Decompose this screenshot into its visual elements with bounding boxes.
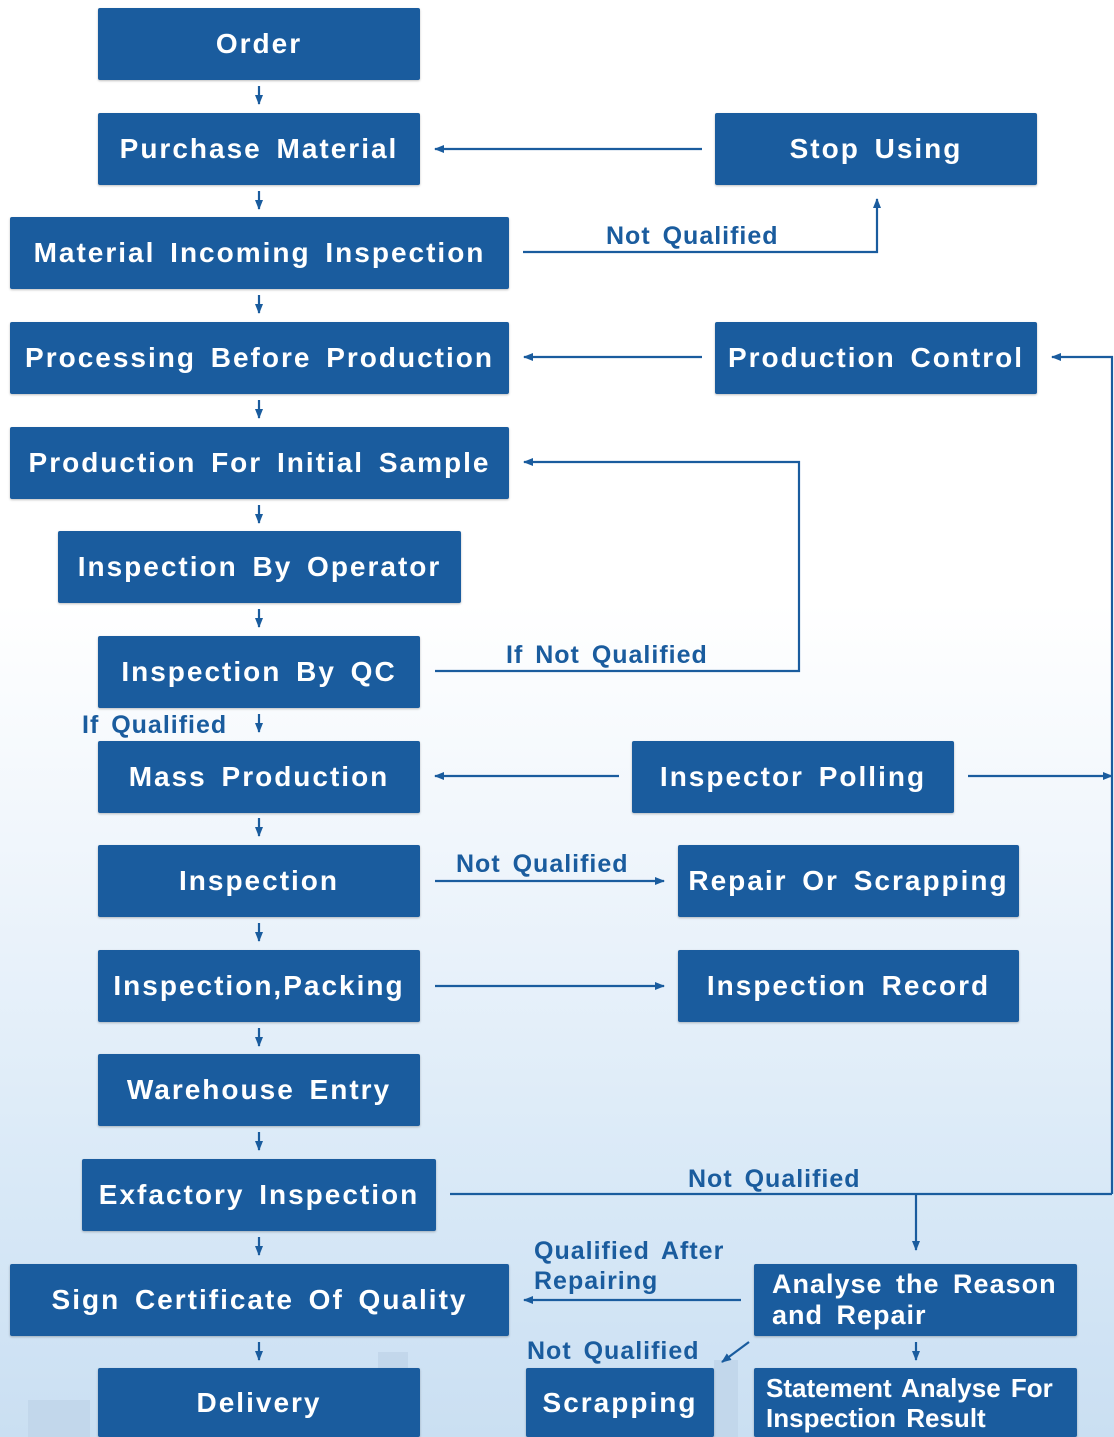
connector-incoming-to-stop-using — [523, 198, 881, 254]
label-if-qualified: If Qualified — [82, 711, 228, 739]
step-inspection-record: Inspection Record — [678, 950, 1019, 1022]
step-analyse-reason: Analyse the Reason and Repair — [754, 1264, 1077, 1336]
step-stop-using: Stop Using — [715, 113, 1037, 185]
step-production-control: Production Control — [715, 322, 1037, 394]
step-purchase-material: Purchase Material — [98, 113, 420, 185]
step-repair-or-scrapping: Repair Or Scrapping — [678, 845, 1019, 917]
step-inspection-by-operator: Inspection By Operator — [58, 531, 461, 603]
step-inspection: Inspection — [98, 845, 420, 917]
step-processing-before-production: Processing Before Production — [10, 322, 509, 394]
label-qualified-after-repairing: Qualified After Repairing — [534, 1237, 725, 1295]
label-if-not-qualified-qc: If Not Qualified — [506, 641, 708, 669]
label-not-qualified-material: Not Qualified — [606, 222, 779, 250]
step-scrapping: Scrapping — [526, 1368, 714, 1437]
label-not-qualified-inspection: Not Qualified — [456, 850, 629, 878]
step-warehouse-entry: Warehouse Entry — [98, 1054, 420, 1126]
step-inspection-packing: Inspection,Packing — [98, 950, 420, 1022]
connector-qc-to-initial-sample — [435, 458, 801, 673]
step-order: Order — [98, 8, 420, 80]
step-inspection-by-qc: Inspection By QC — [98, 636, 420, 708]
skyline-decoration-right — [714, 1360, 738, 1437]
step-sign-certificate: Sign Certificate Of Quality — [10, 1264, 509, 1336]
step-statement-analyse: Statement Analyse For Inspection Result — [754, 1368, 1077, 1437]
connector-analyse-to-scrapping — [721, 1341, 750, 1363]
step-inspector-polling: Inspector Polling — [632, 741, 954, 813]
step-delivery: Delivery — [98, 1368, 420, 1437]
label-not-qualified-scrap: Not Qualified — [527, 1337, 700, 1365]
step-mass-production: Mass Production — [98, 741, 420, 813]
skyline-decoration-left — [28, 1400, 90, 1437]
step-material-incoming-inspection: Material Incoming Inspection — [10, 217, 509, 289]
step-production-initial-sample: Production For Initial Sample — [10, 427, 509, 499]
connector-loop-to-production-control — [1051, 353, 1114, 1194]
step-exfactory-inspection: Exfactory Inspection — [82, 1159, 436, 1231]
label-not-qualified-exfactory: Not Qualified — [688, 1165, 861, 1193]
